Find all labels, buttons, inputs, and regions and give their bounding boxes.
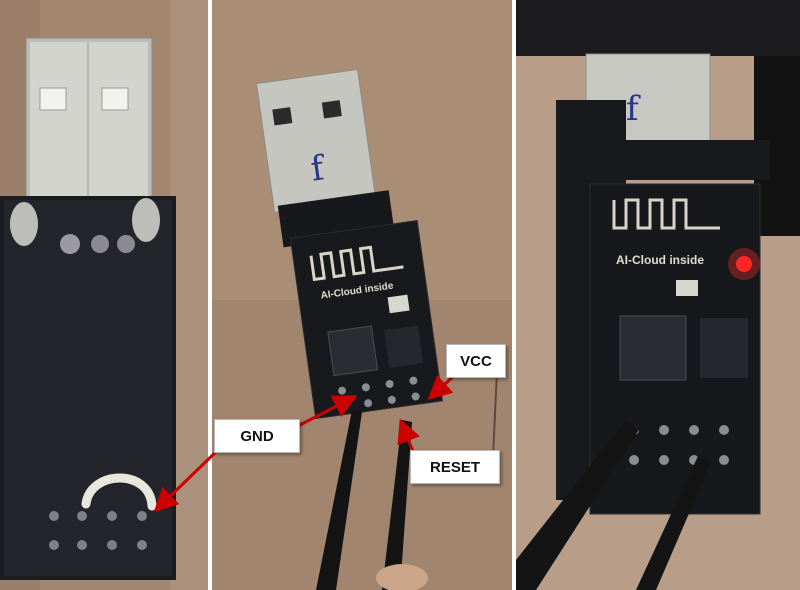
photo-module-plugged: f AI-Cloud inside [516,0,800,590]
status-led [736,256,752,272]
svg-text:AI-Cloud inside: AI-Cloud inside [616,253,704,267]
reset-label: RESET [410,450,500,484]
gnd-label: GND [214,419,300,453]
photo-module-front: f AI-Cloud inside [212,0,512,590]
svg-text:f: f [626,89,641,129]
vcc-label: VCC [446,344,506,378]
photo-adapter-back [0,0,208,590]
